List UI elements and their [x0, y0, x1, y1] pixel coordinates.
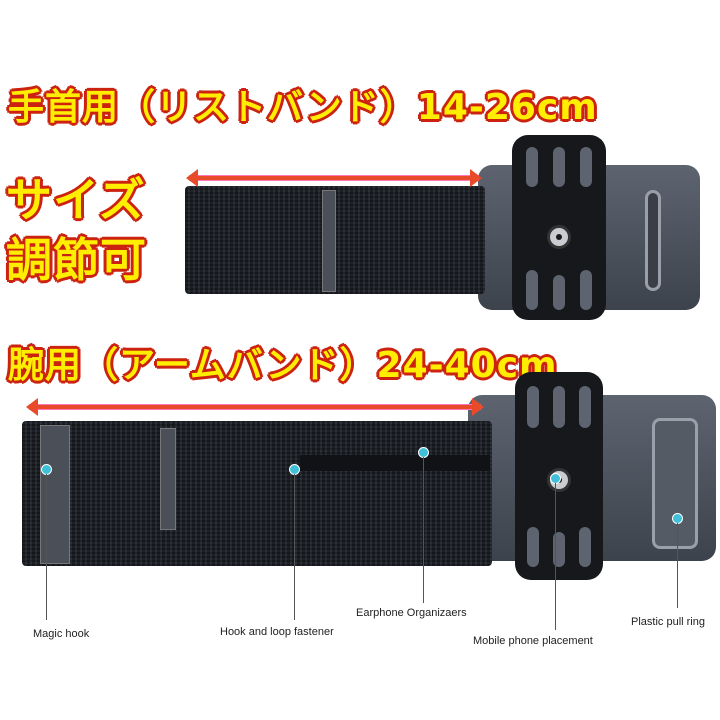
callout-label: Magic hook	[33, 628, 90, 640]
size-adjustable-line1: サイズ	[6, 173, 146, 227]
rotating-knob-icon	[547, 225, 571, 249]
size-range-arrow	[26, 398, 484, 416]
magic-hook	[40, 425, 70, 564]
wristband-size-heading: 手首用（リストバンド）14-26cm	[8, 87, 598, 128]
callout-label: Earphone Organizaers	[356, 607, 467, 619]
armband-size-heading: 腕用（アームバンド）24-40cm	[8, 345, 558, 386]
earphone-organizer-strap	[300, 455, 490, 471]
size-adjustable-line2: 調節可	[6, 233, 147, 287]
size-range-arrow	[186, 169, 482, 187]
callout-label: Plastic pull ring	[631, 616, 705, 628]
pull-ring-slot	[645, 190, 661, 291]
pull-ring	[652, 418, 698, 549]
callout-label: Mobile phone placement	[473, 635, 593, 647]
arm-strap	[22, 421, 492, 566]
callout-label: Hook and loop fastener	[220, 626, 334, 638]
strap-stripe	[322, 190, 336, 292]
strap-stripe	[160, 428, 176, 530]
phone-holder	[512, 135, 606, 320]
